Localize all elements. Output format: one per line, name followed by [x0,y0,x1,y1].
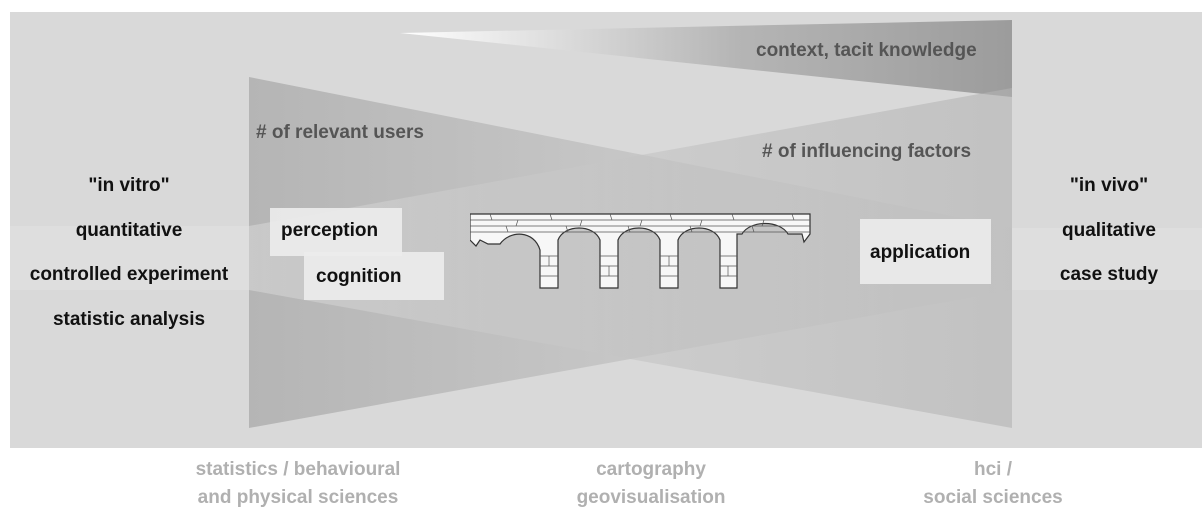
cognition-label: cognition [316,266,402,287]
application-box [860,219,991,284]
application-label: application [870,242,971,263]
discipline-hci-line-2: social sciences [923,487,1063,508]
discipline-cartography-line-1: cartography [596,459,706,480]
in-vivo-label: "in vivo" [1069,175,1149,196]
left-light-band [10,226,249,290]
perception-box [270,208,402,256]
discipline-cartography-line-2: geovisualisation [576,487,726,508]
discipline-statistics: statistics / behavioural and physical sc… [148,456,448,512]
discipline-statistics-line-2: and physical sciences [197,487,399,508]
qualitative-label: qualitative [1062,220,1156,241]
influencing-factors-hourglass [249,88,1012,428]
bottom-band [0,448,1202,506]
controlled-experiment-label: controlled experiment [29,264,229,285]
context-wedge [400,20,1012,97]
discipline-statistics-line-1: statistics / behavioural [195,459,401,480]
case-study-label: case study [1059,264,1159,285]
aqueduct-bridge-icon [470,213,811,289]
discipline-hci-line-1: hci / [973,459,1012,480]
right-light-band [1012,228,1202,290]
in-vitro-label: "in vitro" [88,175,170,196]
relevant-users-label: # of relevant users [256,122,424,143]
quantitative-label: quantitative [75,220,183,241]
influencing-factors-label: # of influencing factors [762,141,972,162]
cognition-box [304,252,444,300]
statistic-analysis-label: statistic analysis [52,309,206,330]
context-tacit-knowledge-label: context, tacit knowledge [756,40,977,61]
discipline-cartography: cartography geovisualisation [501,456,801,512]
discipline-hci: hci / social sciences [843,456,1143,512]
perception-label: perception [281,220,379,241]
